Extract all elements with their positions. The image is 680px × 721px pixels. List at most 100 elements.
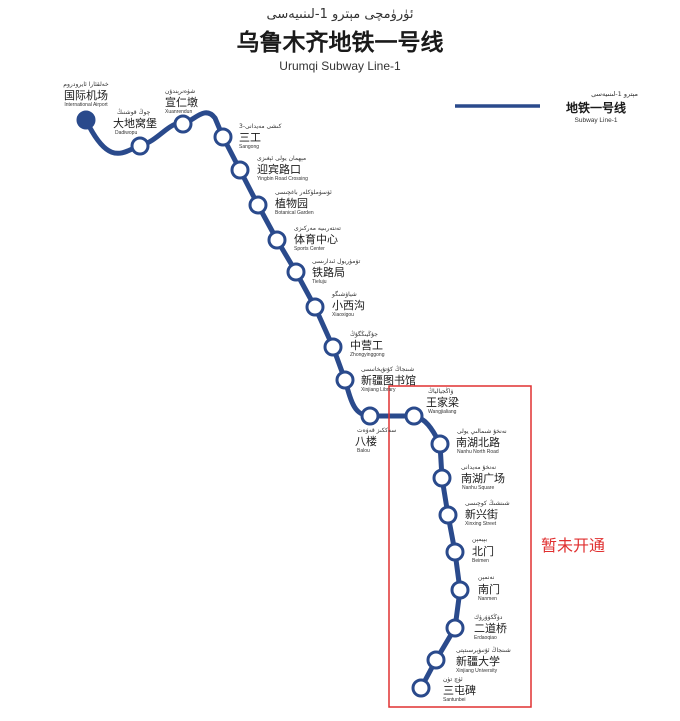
station-name-en: Xiaoxigou [332,312,354,318]
station-name-en: Botanical Garden [275,210,314,216]
station-uyghur: دۆڭكۆۋرۈك [474,613,503,621]
station-uyghur: چوڭ قوشنىڭ [117,108,151,116]
station-marker [248,195,268,215]
station-marker [450,580,470,600]
station-name-en: Sports Center [294,246,325,252]
station-botanical[interactable]: ئۆسۈملۈكلەر باغچىسى 植物园 Botanical Garden [248,189,332,216]
station-uyghur: شىنشىڭ كوچىسى [465,499,510,507]
station-uyghur: سەككىز قەۋەت [357,427,396,434]
station-airport[interactable]: خەلقئارا ئايرودروم 国际机场 International Ai… [63,81,109,130]
legend-label-cn: 地铁一号线 [566,100,626,115]
station-marker [411,678,431,698]
station-santunbei[interactable]: ئۈچ تۈن 三屯碑 Santunbei [411,676,476,703]
station-marker [404,406,424,426]
station-name-en: Sangong [239,144,259,150]
station-name-cn: 新兴街 [465,507,498,521]
legend-label-en: Subway Line-1 [575,117,618,124]
station-erdaoqiao[interactable]: دۆڭكۆۋرۈك 二道桥 Erdaoqiao [445,613,507,641]
station-sports[interactable]: تەنتەربىيە مەركىزى 体育中心 Sports Center [267,225,341,252]
station-name-cn: 南湖广场 [461,471,505,485]
station-marker [286,262,306,282]
uyghur-title: ئۈرۈمچى مېترو 1-لىنىيەسى [267,7,414,22]
station-name-en: Beimen [472,558,489,564]
station-uyghur: تەنتەربىيە مەركىزى [294,225,341,232]
station-name-en: Nanhu Square [462,485,494,491]
station-uyghur: ئۈچ تۈن [443,676,463,683]
station-uyghur: شياۋشىگو [331,290,357,298]
station-marker [173,114,193,134]
station-marker [323,337,343,357]
station-name-cn: 南湖北路 [456,436,500,449]
station-name-cn: 小西沟 [332,299,365,312]
station-xiaoxigou[interactable]: شياۋشىگو 小西沟 Xiaoxigou [305,290,365,318]
station-name-cn: 新疆图书馆 [361,373,416,387]
station-name-cn: 宣仁墩 [165,95,198,109]
station-marker [438,505,458,525]
station-name-en: Tieluju [312,279,327,285]
station-marker [130,136,150,156]
station-name-en: Xinjiang University [456,668,498,674]
station-uyghur: شىنجاڭ ئۇنىۋېرسىتېتى [456,646,511,654]
station-library[interactable]: شىنجاڭ كۇتۇپخانىسى 新疆图书馆 Xinjiang Librar… [335,365,416,393]
station-yingbin[interactable]: مېھمان يولى ئېغىزى 迎宾路口 Yingbin Road Cro… [230,155,308,182]
station-sangong[interactable]: 3-كىشى مەيدانى 三工 Sangong [213,123,282,150]
station-uyghur: جۇڭيىڭگۇڭ [350,330,378,338]
station-name-en: Yingbin Road Crossing [257,176,308,182]
station-tieluju[interactable]: تۆمۈريول ئىدارىسى 铁路局 Tieluju [286,258,361,285]
station-nanhusquare[interactable]: نەنخۇ مەيدانى 南湖广场 Nanhu Square [432,464,505,491]
not-open-section-box [388,385,532,708]
station-marker [445,542,465,562]
station-marker [432,468,452,488]
map-subtitle: Urumqi Subway Line-1 [279,59,401,73]
station-marker [213,127,233,147]
station-uyghur: خەلقئارا ئايرودروم [63,81,109,88]
station-name-cn: 国际机场 [64,88,108,102]
station-dadiwopu[interactable]: چوڭ قوشنىڭ 大地窝堡 Dadiwopu [113,108,157,156]
station-name-cn: 南门 [478,582,500,596]
station-name-cn: 二道桥 [474,621,507,635]
station-name-cn: 八楼 [355,434,377,448]
line-1-route [83,110,463,691]
station-name-cn: 迎宾路口 [257,162,301,176]
station-xju[interactable]: شىنجاڭ ئۇنىۋېرسىتېتى 新疆大学 Xinjiang Unive… [426,646,511,674]
station-name-cn: 三工 [239,131,261,144]
station-nanhunorth[interactable]: نەنخۇ شىمالىي يولى 南湖北路 Nanhu North Road [430,428,507,455]
station-zhongyinggong[interactable]: جۇڭيىڭگۇڭ 中营工 Zhongyinggong [323,330,385,358]
station-name-en: Erdaoqiao [474,635,497,641]
station-name-cn: 王家梁 [426,395,459,409]
station-nanmen[interactable]: نەنمېن 南门 Nanmen [450,574,500,602]
station-xuanrendun[interactable]: شۈەنرېندۇن 宣仁墩 Xuanrendun [165,88,198,134]
station-balou[interactable]: سەككىز قەۋەت 八楼 Balou [355,406,396,454]
station-uyghur: ئۆسۈملۈكلەر باغچىسى [275,189,332,196]
station-marker [360,406,380,426]
station-name-en: Balou [357,448,370,454]
station-name-cn: 大地窝堡 [113,116,157,130]
station-name-en: International Airport [64,102,108,108]
station-name-cn: 中营工 [350,338,383,352]
station-name-cn: 植物园 [275,196,308,210]
station-name-cn: 三屯碑 [443,684,476,697]
station-uyghur: ۋاڭجيالياڭ [428,387,453,395]
station-name-cn: 新疆大学 [456,654,500,668]
station-marker [430,434,450,454]
station-beimen[interactable]: بېيمېن 北门 Beimen [445,536,494,564]
station-name-cn: 体育中心 [294,232,338,246]
map-title: 乌鲁木齐地铁一号线 [237,29,444,56]
station-name-en: Santunbei [443,697,466,703]
station-uyghur: نەنخۇ مەيدانى [461,464,496,471]
station-xinxing[interactable]: شىنشىڭ كوچىسى 新兴街 Xinxing Street [438,499,510,527]
station-uyghur: 3-كىشى مەيدانى [239,123,282,130]
station-name-en: Xuanrendun [165,109,192,115]
station-uyghur: مېھمان يولى ئېغىزى [257,155,306,162]
station-name-en: Zhongyinggong [350,352,385,358]
station-uyghur: نەنخۇ شىمالىي يولى [457,428,507,435]
station-name-en: Dadiwopu [115,130,137,136]
station-uyghur: شۈەنرېندۇن [165,88,195,95]
station-wangjialiang[interactable]: ۋاڭجيالياڭ 王家梁 Wangjialiang [404,387,459,426]
station-marker [267,230,287,250]
station-name-cn: 北门 [472,544,494,558]
station-marker [230,160,250,180]
not-open-label: 暂未开通 [541,536,605,555]
station-name-en: Nanhu North Road [457,449,499,455]
